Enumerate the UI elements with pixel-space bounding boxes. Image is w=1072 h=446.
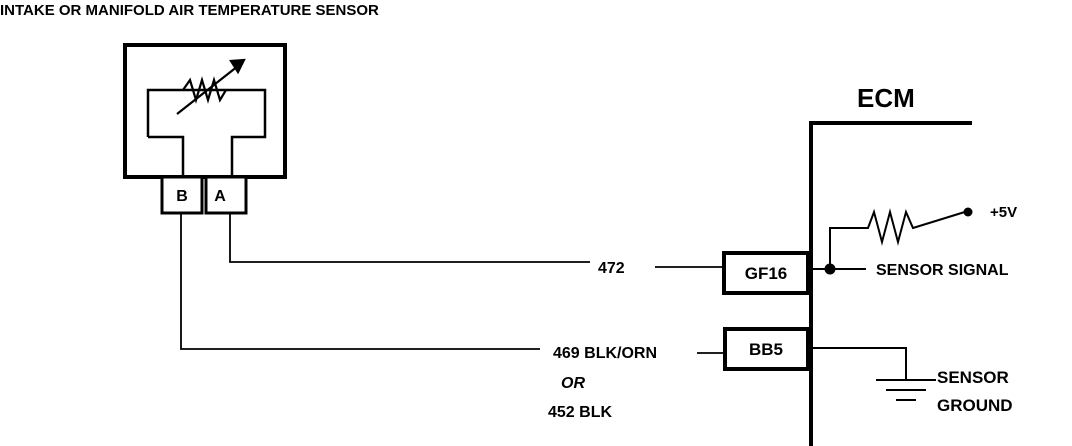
thermistor-icon bbox=[176, 58, 246, 115]
supply-label: +5V bbox=[990, 204, 1017, 221]
gf16-label: GF16 bbox=[745, 264, 788, 283]
signal-label: SENSOR SIGNAL bbox=[876, 262, 1009, 279]
ecm-boundary bbox=[809, 121, 972, 446]
sensor-pin-b: B bbox=[160, 175, 204, 215]
diagram-title: INTAKE OR MANIFOLD AIR TEMPERATURE SENSO… bbox=[0, 2, 379, 19]
ground-wire-alt-label: 452 BLK bbox=[548, 404, 612, 421]
ground-wire bbox=[180, 213, 725, 354]
ecm-label: ECM bbox=[857, 83, 915, 113]
sensor-body bbox=[123, 43, 287, 179]
ecm-pin-gf16: GF16 bbox=[722, 251, 810, 295]
signal-wire bbox=[229, 213, 724, 268]
ground-symbol-icon bbox=[808, 347, 936, 401]
ground-wire-or: OR bbox=[561, 375, 585, 392]
ground-label-2: GROUND bbox=[937, 396, 1013, 415]
signal-node-icon bbox=[824, 263, 836, 275]
signal-wire-label: 472 bbox=[598, 260, 625, 277]
ecm-pin-bb5: BB5 bbox=[723, 327, 810, 371]
pin-b-label: B bbox=[176, 188, 188, 205]
ground-wire-label: 469 BLK/ORN bbox=[553, 345, 657, 362]
ground-label-1: SENSOR bbox=[937, 368, 1009, 387]
sensor-pin-a: A bbox=[204, 175, 248, 215]
pin-a-label: A bbox=[214, 188, 226, 205]
pullup-resistor-icon bbox=[829, 208, 969, 269]
bb5-label: BB5 bbox=[749, 340, 783, 359]
supply-node-icon bbox=[963, 207, 973, 217]
